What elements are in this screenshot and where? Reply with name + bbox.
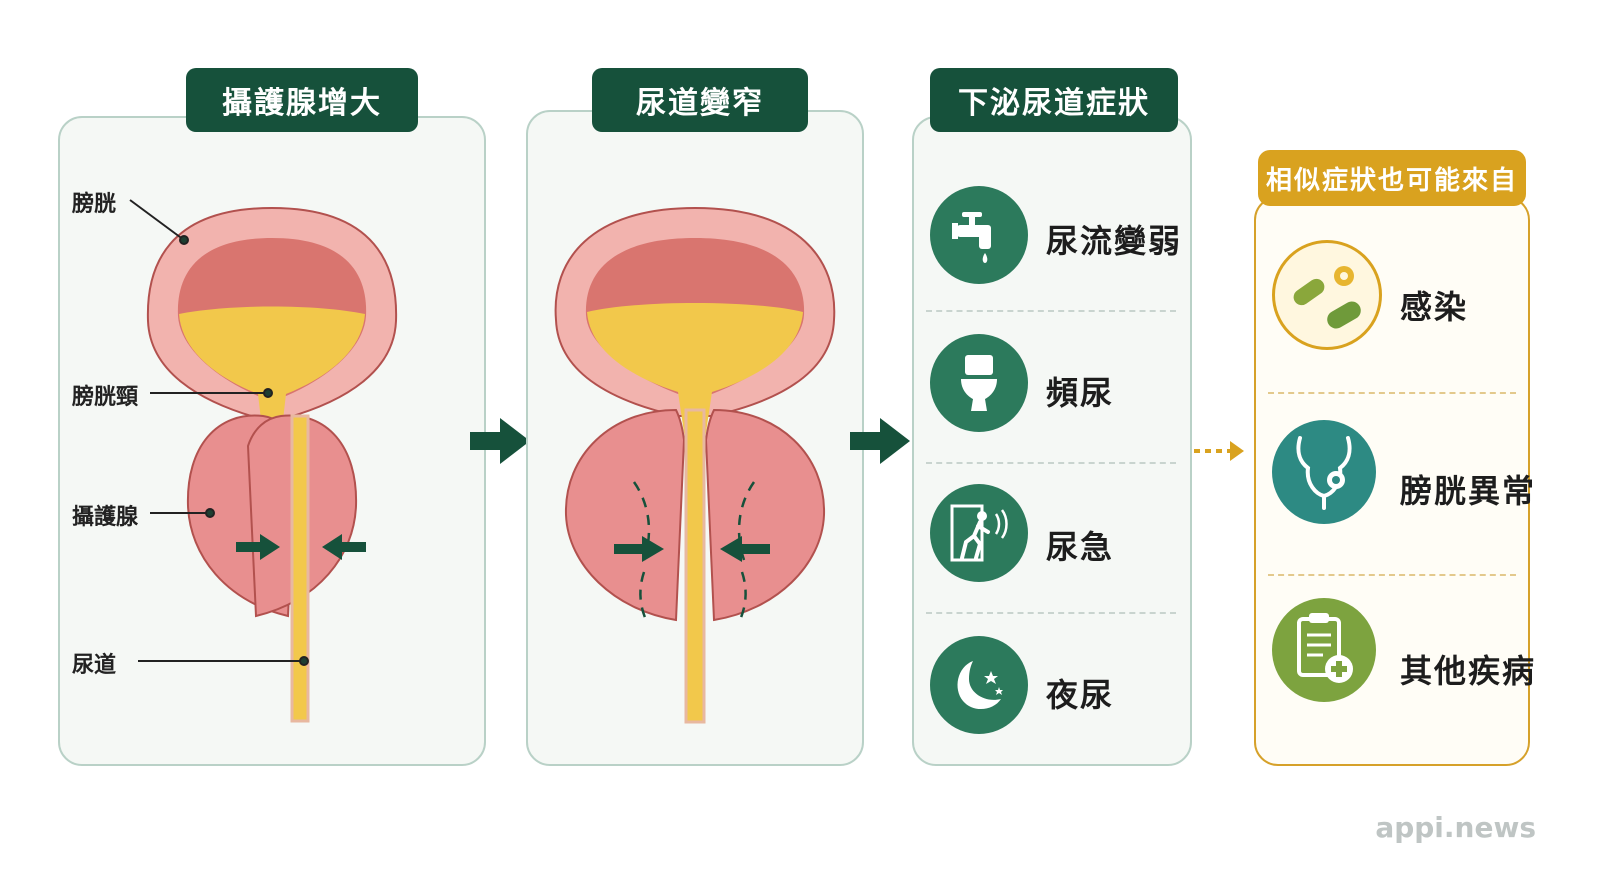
prostate-right-lobe bbox=[704, 408, 826, 622]
bacteria-icon bbox=[1272, 240, 1382, 350]
divider bbox=[926, 612, 1176, 614]
cause-other-diseases: 其他疾病 bbox=[1400, 652, 1537, 690]
label-bladder-neck: 膀胱頸 bbox=[72, 385, 139, 410]
anatomy-diagram-narrowed bbox=[554, 206, 836, 724]
label-urethra: 尿道 bbox=[72, 653, 117, 678]
stage-title-narrowed-urethra: 尿道變窄 bbox=[592, 68, 808, 132]
moon-icon bbox=[930, 636, 1028, 734]
urethra bbox=[684, 408, 706, 724]
divider bbox=[1268, 392, 1516, 394]
watermark: appi.news bbox=[1375, 811, 1536, 844]
label-prostate: 攝護腺 bbox=[72, 505, 139, 530]
compression-arrow-right bbox=[720, 536, 770, 562]
prostate-left-lobe bbox=[564, 408, 686, 622]
anatomy-diagram-normal bbox=[129, 199, 398, 723]
rushing-person-icon bbox=[930, 484, 1028, 582]
symptom-nocturia: 夜尿 bbox=[1046, 676, 1115, 714]
faucet-icon bbox=[930, 186, 1028, 284]
divider bbox=[926, 462, 1176, 464]
label-bladder: 膀胱 bbox=[72, 192, 117, 217]
symptom-urgency: 尿急 bbox=[1046, 528, 1115, 566]
cause-bladder-abnormality: 膀胱異常 bbox=[1400, 472, 1537, 510]
flow-arrow-1 bbox=[470, 418, 530, 464]
divider bbox=[1268, 574, 1516, 576]
toilet-icon bbox=[930, 334, 1028, 432]
flow-arrow-dashed bbox=[1194, 441, 1244, 461]
urine bbox=[179, 306, 365, 446]
flow-arrow-2 bbox=[850, 418, 910, 464]
urethra bbox=[290, 414, 310, 723]
stage-title-enlarged-prostate: 攝護腺增大 bbox=[186, 68, 418, 132]
divider bbox=[926, 310, 1176, 312]
stage-title-luts: 下泌尿道症狀 bbox=[930, 68, 1178, 132]
urine bbox=[587, 303, 803, 446]
symptom-weak-stream: 尿流變弱 bbox=[1046, 222, 1183, 260]
bladder-gear-icon bbox=[1272, 420, 1376, 524]
compression-arrow-left bbox=[614, 536, 664, 562]
clipboard-medical-icon bbox=[1272, 598, 1376, 702]
compression-arrow-left bbox=[236, 534, 280, 560]
similar-causes-title: 相似症狀也可能來自 bbox=[1258, 150, 1526, 206]
symptom-frequency: 頻尿 bbox=[1046, 374, 1115, 412]
cause-infection: 感染 bbox=[1400, 288, 1469, 326]
compression-arrow-right bbox=[322, 534, 366, 560]
